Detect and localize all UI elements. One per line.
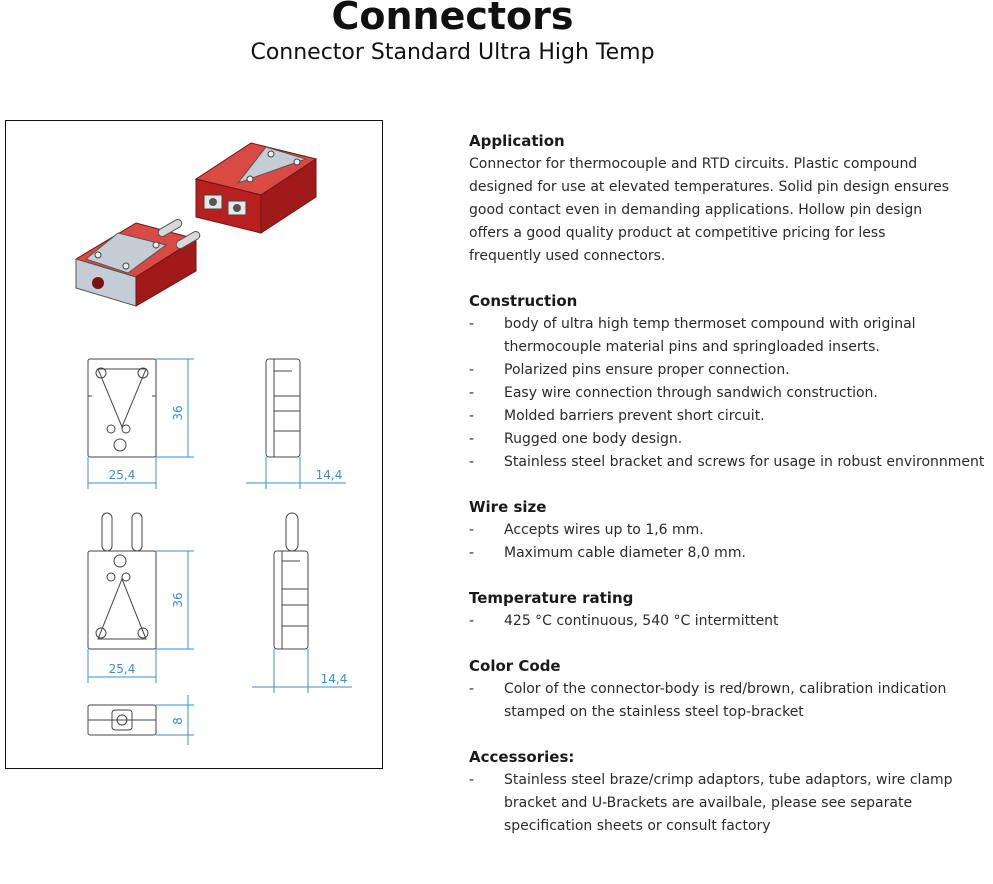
female-depth-label: 14,4 [316, 468, 343, 482]
male-width-dimension [87, 649, 157, 683]
list-item: - Easy wire connection through sandwich c… [469, 382, 989, 405]
list-item-text: Molded barriers prevent short circuit. [504, 408, 765, 424]
bullet-dash: - [469, 431, 475, 447]
bullet-dash: - [469, 772, 475, 788]
male-height-dimension [156, 550, 194, 650]
application-line: frequently used connectors. [469, 248, 666, 264]
list-item-text: Stainless steel braze/crimp adaptors, tu… [504, 772, 953, 834]
temperature-section: Temperature rating - 425 °C continuous, 5… [469, 587, 989, 633]
male-depth-label: 14,4 [321, 672, 348, 686]
female-height-label: 36 [171, 405, 185, 420]
bullet-dash: - [469, 681, 475, 697]
temperature-heading: Temperature rating [469, 589, 634, 607]
wire-size-heading: Wire size [469, 498, 547, 516]
male-height-label: 36 [171, 592, 185, 607]
bullet-dash: - [469, 316, 475, 332]
list-item: - Accepts wires up to 1,6 mm. [469, 519, 989, 542]
temperature-list: - 425 °C continuous, 540 °C intermittent [469, 610, 989, 633]
list-item: - Stainless steel bracket and screws for … [469, 451, 989, 474]
construction-heading: Construction [469, 292, 578, 310]
male-width-label: 25,4 [109, 662, 136, 676]
bottom-height-label: 8 [171, 717, 185, 725]
male-connector-render [74, 219, 201, 307]
construction-section: Construction - body of ultra high temp th… [469, 290, 989, 474]
list-item-text: Maximum cable diameter 8,0 mm. [504, 545, 746, 561]
bottom-height-dimension [156, 695, 194, 745]
construction-list: - body of ultra high temp thermoset compo… [469, 313, 989, 474]
bullet-dash: - [469, 385, 475, 401]
male-front-view [87, 512, 157, 650]
page-title: Connectors [331, 0, 574, 38]
list-item: - body of ultra high temp thermoset compo… [469, 313, 989, 359]
wire-size-section: Wire size - Accepts wires up to 1,6 mm. -… [469, 496, 989, 565]
bullet-dash: - [469, 362, 475, 378]
accessories-section: Accessories: - Stainless steel braze/crim… [469, 746, 989, 838]
application-section: Application Connector for thermocouple a… [469, 130, 989, 268]
male-depth-dimension [252, 649, 352, 693]
bullet-dash: - [469, 545, 475, 561]
accessories-heading: Accessories: [469, 748, 575, 766]
female-width-dimension [87, 457, 157, 489]
female-connector-render [194, 142, 318, 234]
list-item: - 425 °C continuous, 540 °C intermittent [469, 610, 989, 633]
list-item-text: Polarized pins ensure proper connection. [504, 362, 790, 378]
list-item: - Polarized pins ensure proper connection… [469, 359, 989, 382]
male-side-view [273, 512, 309, 650]
list-item-text: Accepts wires up to 1,6 mm. [504, 522, 704, 538]
bottom-view [87, 704, 157, 736]
technical-drawing: 36 25,4 14,4 [74, 142, 352, 745]
list-item-text: Rugged one body design. [504, 431, 683, 447]
application-line: designed for use at elevated temperature… [469, 179, 950, 195]
list-item: - Rugged one body design. [469, 428, 989, 451]
color-code-section: Color Code - Color of the connector-body … [469, 655, 989, 724]
female-depth-dimension [246, 457, 346, 489]
list-item-text: Color of the connector-body is red/brown… [504, 681, 947, 720]
list-item: - Molded barriers prevent short circuit. [469, 405, 989, 428]
list-item-text: 425 °C continuous, 540 °C intermittent [504, 613, 779, 629]
female-side-view [265, 358, 301, 458]
female-front-view [87, 358, 157, 458]
application-heading: Application [469, 132, 565, 150]
technical-drawing-frame: 36 25,4 14,4 [5, 120, 383, 769]
bullet-dash: - [469, 522, 475, 538]
accessories-list: - Stainless steel braze/crimp adaptors, t… [469, 769, 989, 838]
specification-text: Application Connector for thermocouple a… [469, 130, 989, 838]
list-item-text: body of ultra high temp thermoset compou… [504, 316, 916, 355]
wire-size-list: - Accepts wires up to 1,6 mm. - Maximum ca… [469, 519, 989, 565]
list-item-text: Easy wire connection through sandwich co… [504, 385, 878, 401]
bullet-dash: - [469, 408, 475, 424]
female-width-label: 25,4 [109, 468, 136, 482]
list-item-text: Stainless steel bracket and screws for u… [504, 454, 985, 470]
color-code-list: - Color of the connector-body is red/brow… [469, 678, 989, 724]
bullet-dash: - [469, 613, 475, 629]
female-height-dimension [156, 358, 194, 458]
application-line: good contact even in demanding applicati… [469, 202, 923, 218]
list-item: - Color of the connector-body is red/brow… [469, 678, 989, 724]
bullet-dash: - [469, 454, 475, 470]
list-item: - Stainless steel braze/crimp adaptors, t… [469, 769, 989, 838]
application-line: offers a good quality product at competi… [469, 225, 886, 241]
application-line: Connector for thermocouple and RTD circu… [469, 156, 918, 172]
color-code-heading: Color Code [469, 657, 561, 675]
list-item: - Maximum cable diameter 8,0 mm. [469, 542, 989, 565]
page-subtitle: Connector Standard Ultra High Temp [250, 40, 655, 65]
